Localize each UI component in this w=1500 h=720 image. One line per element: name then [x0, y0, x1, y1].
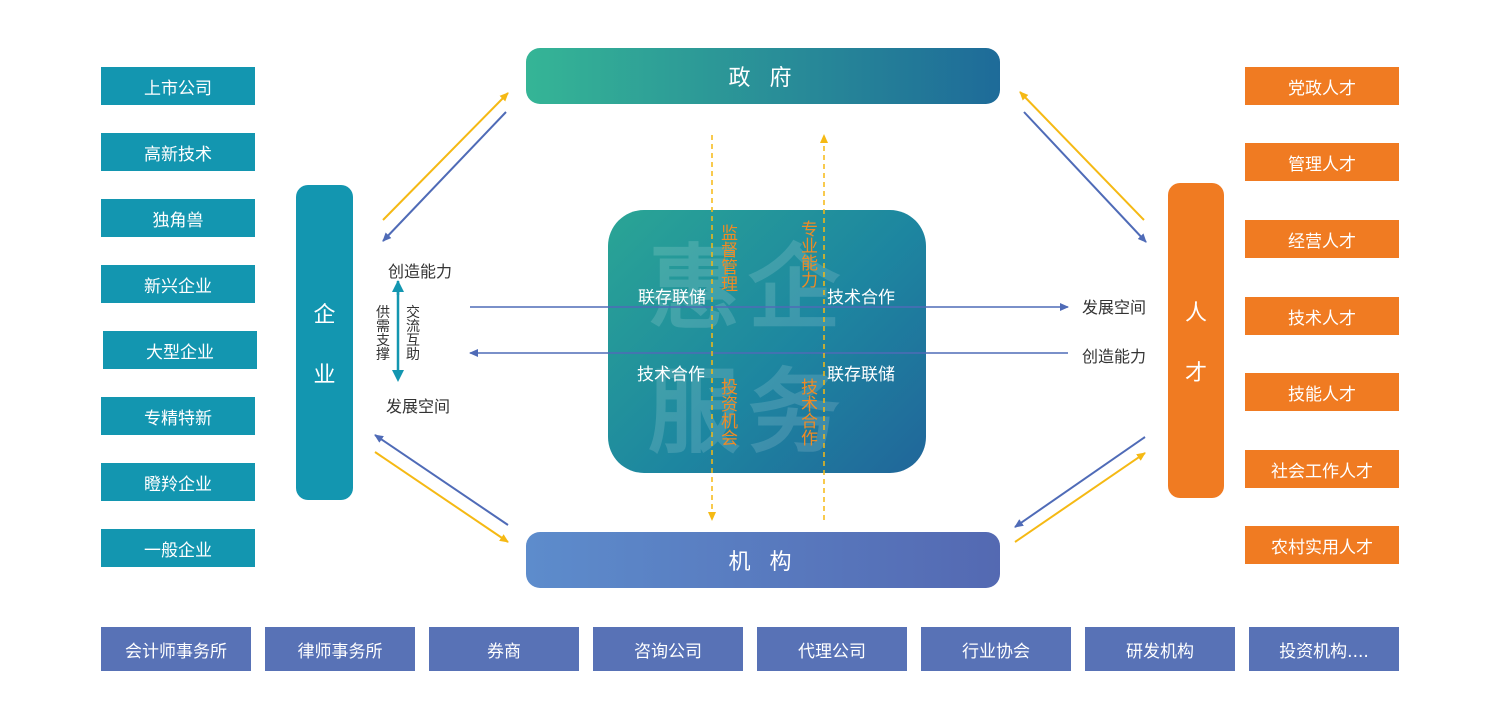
label-creative-ability-left: 创造能力 — [388, 262, 453, 281]
enterprise-tag: 新兴企业 — [101, 265, 255, 303]
enterprise-tag: 独角兽 — [101, 199, 255, 237]
center-service-box: 惠企 服务 — [608, 210, 926, 473]
institution-tag: 会计师事务所 — [101, 627, 251, 671]
institution-tag: 咨询公司 — [593, 627, 743, 671]
label-creative-ability-right: 创造能力 — [1082, 347, 1147, 366]
arrow-government-to-talent — [1023, 111, 1147, 243]
talent-pillar: 人 才 — [1168, 183, 1224, 498]
enterprise-pillar-char: 业 — [313, 362, 336, 388]
institution-tag: 券商 — [429, 627, 579, 671]
label-professional-ability: 专业能力 — [801, 220, 818, 291]
talent-tag: 管理人才 — [1245, 143, 1399, 181]
label-development-space-right: 发展空间 — [1082, 298, 1147, 317]
institution-tag: 代理公司 — [757, 627, 907, 671]
enterprise-pillar-char: 企 — [313, 302, 336, 328]
enterprise-tag: 大型企业 — [103, 331, 257, 369]
enterprise-tag: 专精特新 — [101, 397, 255, 435]
arrow-government-to-enterprise — [382, 111, 507, 242]
talent-tag: 农村实用人才 — [1245, 526, 1399, 564]
talent-pillar-char: 人 — [1184, 300, 1207, 326]
center-label-top-right: 技术合作 — [827, 288, 895, 308]
arrow-talent-to-government — [1019, 91, 1145, 221]
center-label-bottom-right: 联存联储 — [827, 365, 895, 385]
enterprise-pillar: 企 业 — [296, 185, 353, 500]
talent-tag: 技能人才 — [1245, 373, 1399, 411]
enterprise-tag: 瞪羚企业 — [101, 463, 255, 501]
institution-bar: 机 构 — [526, 532, 1000, 588]
talent-tag: 党政人才 — [1245, 67, 1399, 105]
center-label-bottom-left: 技术合作 — [637, 365, 705, 385]
label-tech-cooperation: 技术合作 — [801, 378, 818, 449]
label-supervision: 监督管理 — [721, 224, 738, 295]
institution-tag: 研发机构 — [1085, 627, 1235, 671]
talent-pillar-char: 才 — [1184, 360, 1207, 386]
institution-tag: 行业协会 — [921, 627, 1071, 671]
talent-tag: 社会工作人才 — [1245, 450, 1399, 488]
label-exchange-help: 交流互助 — [406, 305, 420, 363]
label-development-space-left: 发展空间 — [386, 397, 451, 416]
institution-tag: 投资机构.... — [1249, 627, 1399, 671]
watermark-line1: 惠企 — [648, 235, 849, 342]
government-bar: 政 府 — [526, 48, 1000, 104]
enterprise-tag: 上市公司 — [101, 67, 255, 105]
arrow-enterprise-to-government — [382, 92, 509, 221]
talent-tag: 经营人才 — [1245, 220, 1399, 258]
institution-tag: 律师事务所 — [265, 627, 415, 671]
label-supply-support: 供需支撑 — [376, 305, 390, 363]
label-investment-opportunity: 投资机会 — [721, 378, 738, 449]
enterprise-tag: 高新技术 — [101, 133, 255, 171]
talent-tag: 技术人才 — [1245, 297, 1399, 335]
arrow-institution-to-enterprise — [374, 434, 509, 526]
arrow-enterprise-to-institution — [374, 451, 509, 543]
watermark-line2: 服务 — [648, 359, 849, 466]
center-label-top-left: 联存联储 — [638, 288, 706, 308]
arrow-talent-to-institution — [1014, 436, 1146, 528]
enterprise-tag: 一般企业 — [101, 529, 255, 567]
arrow-institution-to-talent — [1014, 452, 1146, 543]
